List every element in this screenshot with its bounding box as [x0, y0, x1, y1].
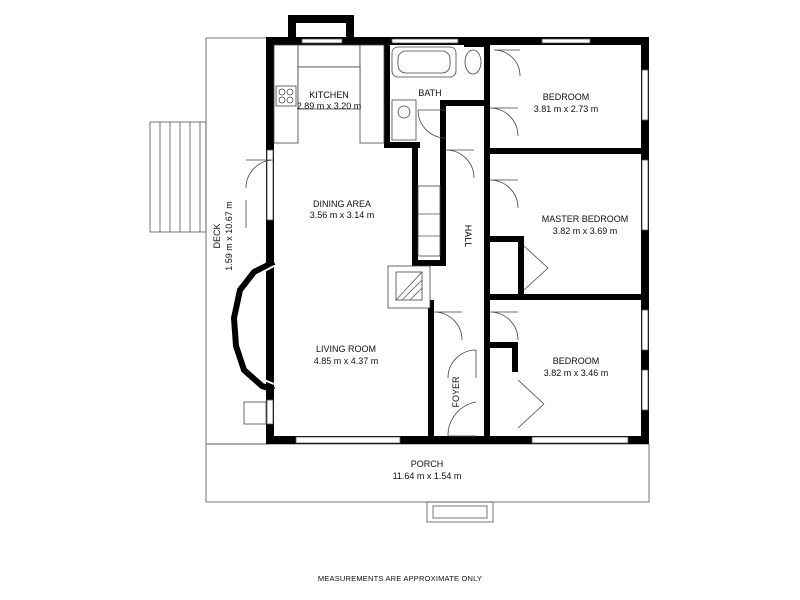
deck-label: DECK — [212, 223, 222, 248]
kitchen-dims: 2.89 m x 3.20 m — [297, 101, 362, 111]
living-room-label: LIVING ROOM — [316, 344, 376, 354]
bedroom-top-label: BEDROOM — [543, 92, 590, 102]
bedroom-top-dims: 3.81 m x 2.73 m — [534, 104, 599, 114]
deck-dims: 1.59 m x 10.67 m — [224, 201, 234, 271]
bath-label: BATH — [418, 88, 441, 98]
foyer-label: FOYER — [451, 376, 461, 408]
deck-stairs — [149, 121, 207, 233]
fireplace-icon — [387, 265, 431, 309]
hall-closet — [417, 185, 441, 257]
kitchen-counters — [273, 44, 385, 144]
measurement-note: MEASUREMENTS ARE APPROXIMATE ONLY — [318, 574, 482, 583]
porch-step — [426, 501, 494, 523]
toilet-icon — [464, 49, 482, 75]
interior-walls — [384, 37, 649, 444]
dining-label: DINING AREA — [313, 199, 371, 209]
windows — [266, 38, 649, 444]
bay-window — [230, 259, 276, 393]
stove-icon — [275, 85, 297, 107]
bath-fixtures — [391, 46, 482, 141]
bedroom-bottom-dims: 3.82 m x 3.46 m — [544, 368, 609, 378]
porch-step-inner — [432, 505, 488, 519]
master-bedroom-label: MASTER BEDROOM — [542, 214, 629, 224]
dining-dims: 3.56 m x 3.14 m — [310, 210, 375, 220]
doors — [245, 49, 549, 437]
porch-label: PORCH — [411, 459, 444, 469]
kitchen-label: KITCHEN — [309, 90, 349, 100]
living-room-dims: 4.85 m x 4.37 m — [314, 356, 379, 366]
porch-dims: 11.64 m x 1.54 m — [393, 471, 462, 481]
bedroom-bottom-label: BEDROOM — [553, 356, 600, 366]
deck-box — [243, 401, 267, 425]
master-bedroom-dims: 3.82 m x 3.69 m — [553, 226, 618, 236]
hall-label: HALL — [463, 225, 473, 248]
